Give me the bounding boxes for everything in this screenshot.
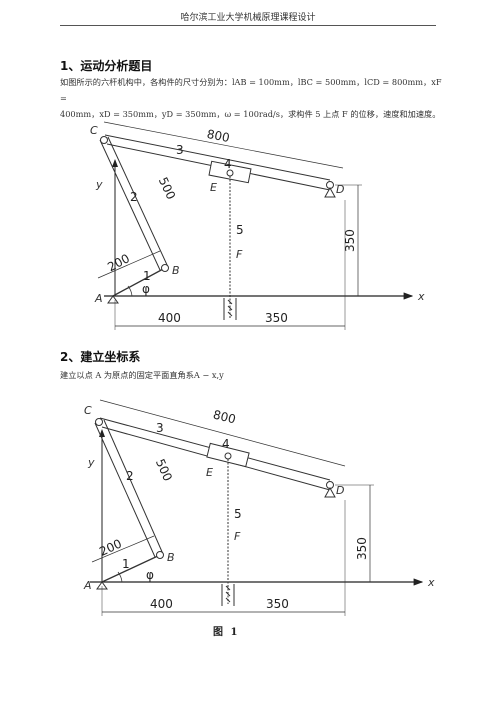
figure-caption: 图 1: [213, 627, 240, 638]
mechanism-figure-top: x y φ C: [90, 121, 425, 330]
section-1-line-2: 400mm，xD = 350mm，yD = 350mm，ω = 100rad/s…: [60, 109, 441, 119]
section-2-paragraph: 建立以点 A 为原点的固定平面直角系A − x,y: [60, 367, 442, 383]
dim-bc-label-2: 500: [153, 457, 175, 484]
ground-d-icon-2: [324, 486, 336, 498]
link-3-label-2: 3: [156, 421, 164, 435]
link-5-label-2: 5: [234, 507, 242, 521]
dim-xf-label-2: 400: [150, 597, 173, 611]
joint-c-icon-2: [95, 418, 103, 426]
dim-ab-label-2: 200: [97, 536, 124, 558]
joint-b-icon-2: [156, 551, 164, 559]
dim-yd-label: 350: [343, 229, 357, 252]
link-2-label: 2: [130, 190, 138, 204]
ground-a-icon: [107, 295, 119, 304]
mechanism-figure-bottom: x y φ C B D A E F 1 2 3 4: [83, 399, 435, 616]
point-c-label-2: C: [84, 404, 92, 417]
point-b-label: B: [172, 264, 180, 277]
link-3-label: 3: [176, 143, 184, 157]
guide-hatch-icon-2: [221, 584, 235, 606]
section-1-line-1: 如图所示的六杆机构中，各构件的尺寸分别为：lAB = 100mm，lBC = 5…: [60, 77, 442, 103]
point-d-label-2: D: [336, 484, 344, 497]
link-5-label: 5: [236, 223, 244, 237]
angle-label: φ: [142, 282, 150, 296]
dim-xf-label: 400: [158, 311, 181, 325]
header-rule: [60, 25, 436, 26]
section-2-heading: 2、建立坐标系: [60, 350, 141, 364]
link-2-label-2: 2: [126, 469, 134, 483]
point-a-label: A: [94, 292, 103, 305]
dim-xd-label-2: 350: [266, 597, 289, 611]
section-1-paragraph: 如图所示的六杆机构中，各构件的尺寸分别为：lAB = 100mm，lBC = 5…: [60, 74, 442, 122]
link-1-label-2: 1: [122, 557, 130, 571]
point-c-label: C: [90, 124, 98, 137]
dim-yd-label-2: 350: [355, 537, 369, 560]
dim-cd-label: 800: [206, 127, 231, 145]
joint-b-icon: [161, 264, 169, 272]
link-4-label: 4: [224, 157, 232, 171]
x-axis-label: x: [417, 290, 425, 303]
point-e-label-2: E: [206, 466, 213, 479]
dim-bc-label: 500: [156, 175, 178, 202]
section-2-line-1: 建立以点 A 为原点的固定平面直角系A − x,y: [60, 370, 224, 380]
point-f-label-2: F: [234, 530, 241, 543]
y-axis-label-2: y: [87, 456, 95, 469]
dim-xd-label: 350: [265, 311, 288, 325]
x-axis-label-2: x: [427, 576, 435, 589]
angle-label-2: φ: [146, 568, 154, 582]
link-4-label-2: 4: [222, 437, 230, 451]
section-1-heading: 1、运动分析题目: [60, 59, 153, 73]
dim-cd-label-2: 800: [212, 407, 238, 426]
point-e-label: E: [210, 181, 217, 194]
guide-hatch-icon: [223, 298, 237, 320]
point-a-label-2: A: [83, 579, 92, 592]
link-1-label: 1: [143, 269, 151, 283]
page-header: 哈尔滨工业大学机械原理课程设计: [180, 13, 316, 23]
point-d-label: D: [336, 183, 344, 196]
point-f-label: F: [236, 248, 243, 261]
ground-d-icon: [324, 186, 336, 198]
dim-ab-label: 200: [105, 251, 132, 274]
joint-e-icon-2: [224, 452, 232, 460]
y-axis-label: y: [95, 178, 103, 191]
point-b-label-2: B: [167, 551, 175, 564]
joint-c-icon: [100, 136, 108, 144]
